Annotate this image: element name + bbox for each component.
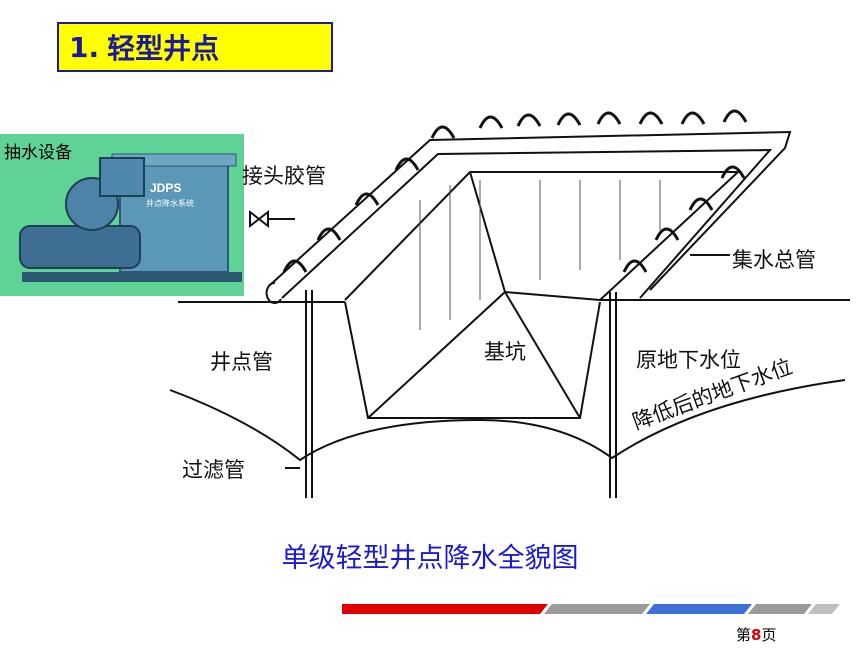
slide-title: 1. 轻型井点 — [57, 22, 333, 72]
pit-wall-hatching — [419, 180, 661, 330]
label-well-pipe: 井点管 — [210, 350, 273, 374]
joint-hoses — [282, 109, 748, 273]
pit-top-edge — [344, 171, 741, 301]
label-pit: 基坑 — [484, 340, 526, 364]
lowered-water-table-curve — [169, 379, 846, 462]
header-pipe — [269, 130, 792, 291]
title-text: 轻型井点 — [107, 32, 220, 65]
equipment-label: 抽水设备 — [4, 143, 72, 163]
well-pipe-right — [609, 292, 617, 498]
label-header-pipe: 集水总管 — [732, 248, 816, 272]
equipment-brand: JDPS — [150, 181, 181, 195]
equipment-subtitle: 井点降水系统 — [146, 198, 194, 208]
label-joint-hose: 接头胶管 — [242, 164, 326, 188]
page-number: 第8页 — [736, 626, 777, 644]
pump-illustration: JDPS 井点降水系统 — [19, 153, 242, 282]
pit-floor-edge — [367, 290, 581, 419]
title-number: 1. — [69, 30, 100, 64]
pit-side-walls — [344, 301, 601, 419]
pump-equipment-image: 抽水设备 JDPS 井点降水系统 — [0, 134, 244, 296]
label-original-water-level: 原地下水位 — [636, 348, 741, 372]
label-filter-pipe: 过滤管 — [182, 458, 245, 482]
ground-line — [178, 299, 850, 303]
valve-icon — [249, 209, 269, 229]
well-pipe-left — [305, 290, 313, 498]
diagram-caption: 单级轻型井点降水全貌图 — [281, 543, 579, 574]
